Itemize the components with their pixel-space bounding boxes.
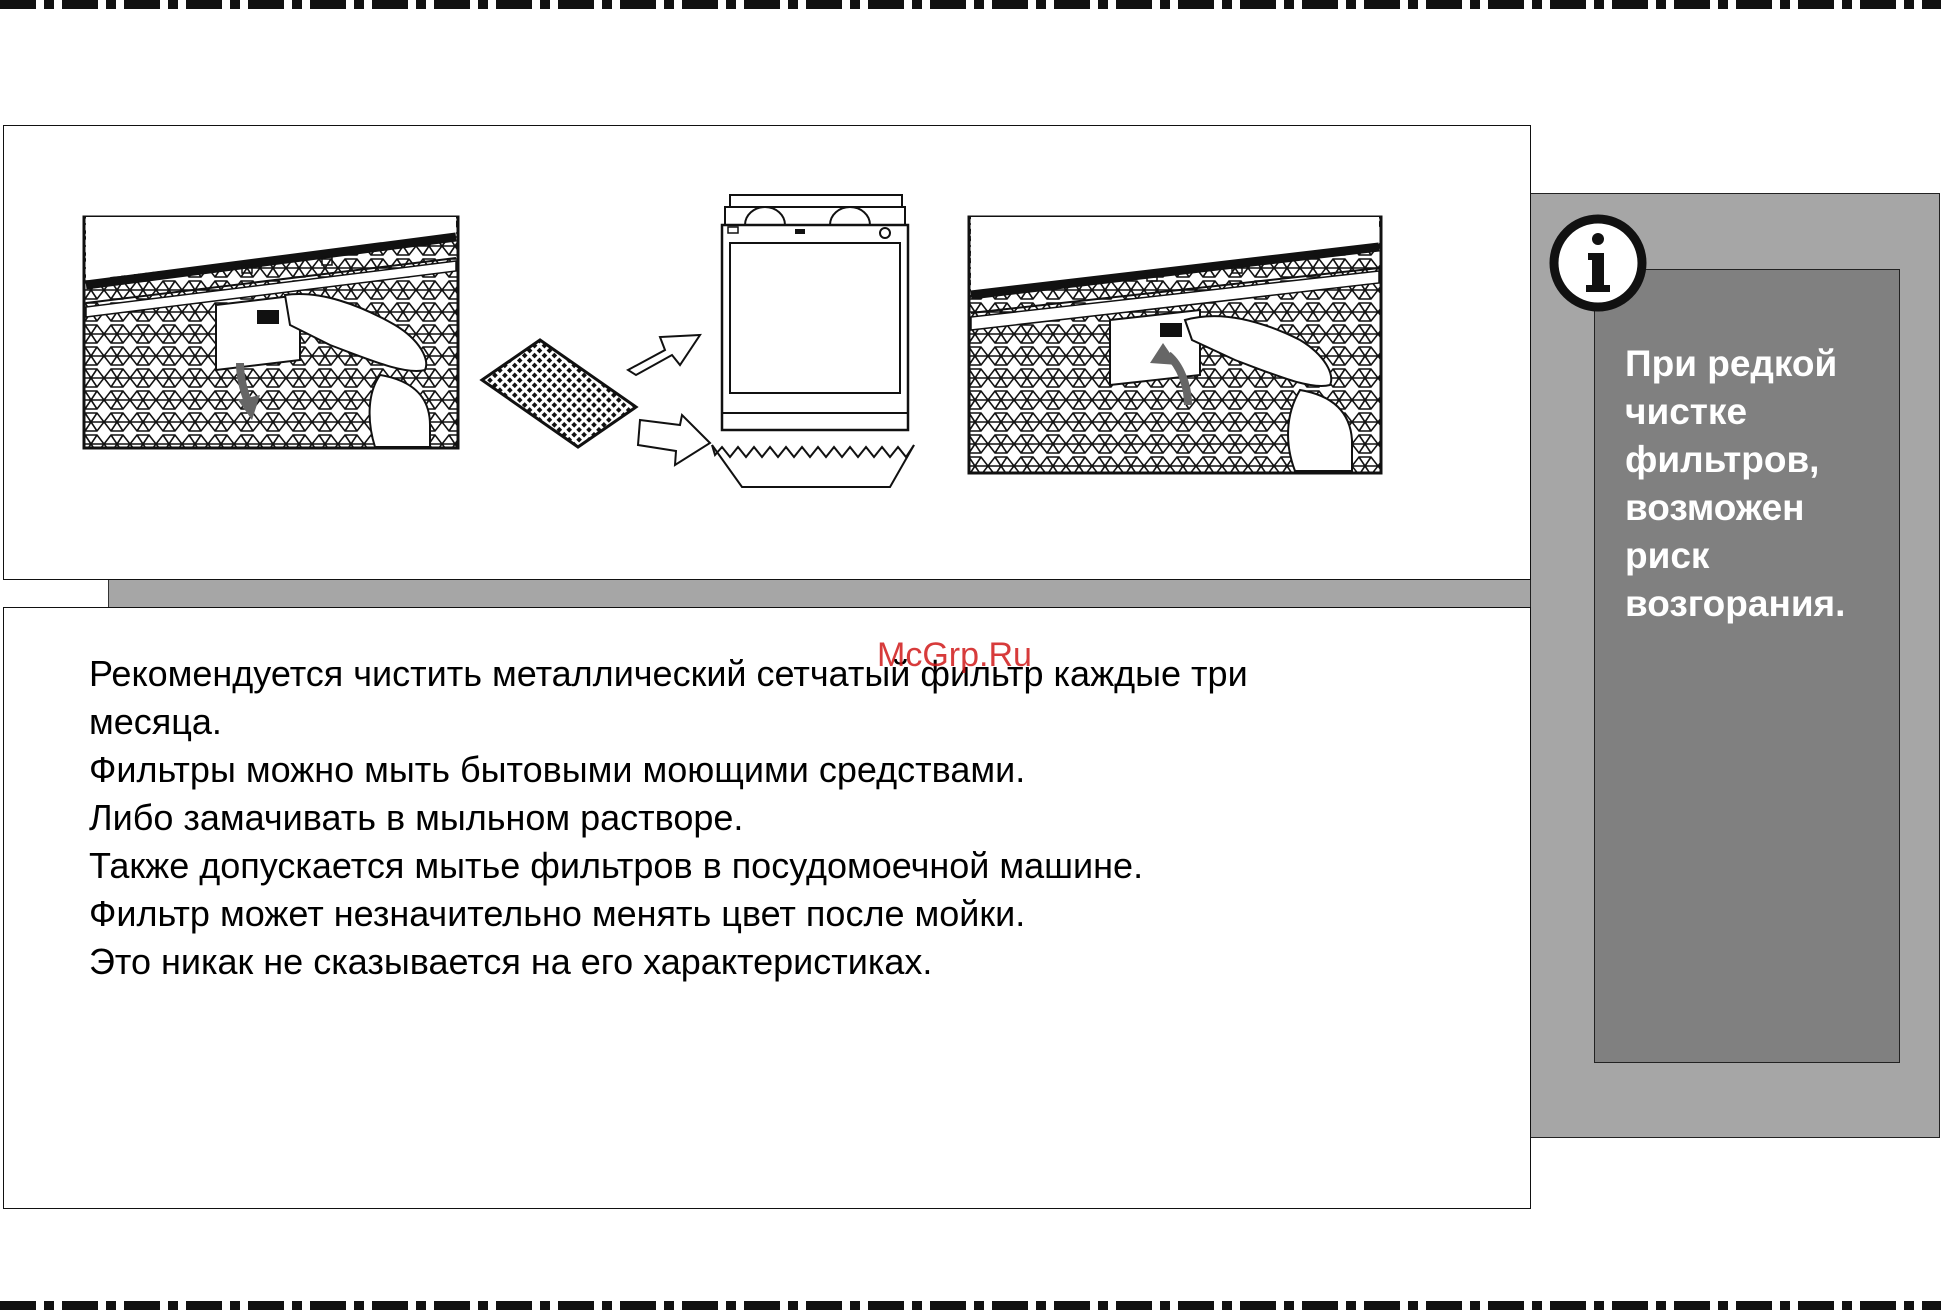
- bottom-dashed-border: [0, 1301, 1941, 1310]
- instruction-line: Фильтр может незначительно менять цвет п…: [89, 893, 1026, 934]
- instruction-line: Также допускается мытье фильтров в посуд…: [89, 845, 1144, 886]
- side-note-line: При редкой: [1625, 343, 1838, 384]
- info-icon: [1549, 214, 1647, 312]
- soap-basin: [711, 444, 915, 488]
- side-note-line: возможен: [1625, 487, 1805, 528]
- instruction-text: Рекомендуется чистить металлический сетч…: [89, 650, 1489, 986]
- step-remove-filter: [82, 215, 460, 450]
- instruction-box: [3, 607, 1531, 1209]
- side-note-inner: [1594, 269, 1900, 1063]
- step-insert-filter: [967, 215, 1383, 475]
- dishwasher: [720, 194, 910, 432]
- instruction-line: Фильтры можно мыть бытовыми моющими сред…: [89, 749, 1026, 790]
- metal-filter: [479, 338, 639, 449]
- side-note-line: риск: [1625, 535, 1710, 576]
- instruction-line: Это никак не сказывается на его характер…: [89, 941, 933, 982]
- filter-cleaning-illustration: [82, 194, 1383, 488]
- instruction-line: Рекомендуется чистить металлический сетч…: [89, 653, 1248, 694]
- side-note-line: возгорания.: [1625, 583, 1846, 624]
- side-note-text: При редкой чистке фильтров, возможен рис…: [1625, 340, 1895, 628]
- side-note-line: фильтров,: [1625, 439, 1820, 480]
- side-note-line: чистке: [1625, 391, 1748, 432]
- top-dashed-border: [0, 0, 1941, 9]
- watermark: McGrp.Ru: [877, 636, 1032, 674]
- instruction-line: месяца.: [89, 701, 222, 742]
- instruction-line: Либо замачивать в мыльном растворе.: [89, 797, 744, 838]
